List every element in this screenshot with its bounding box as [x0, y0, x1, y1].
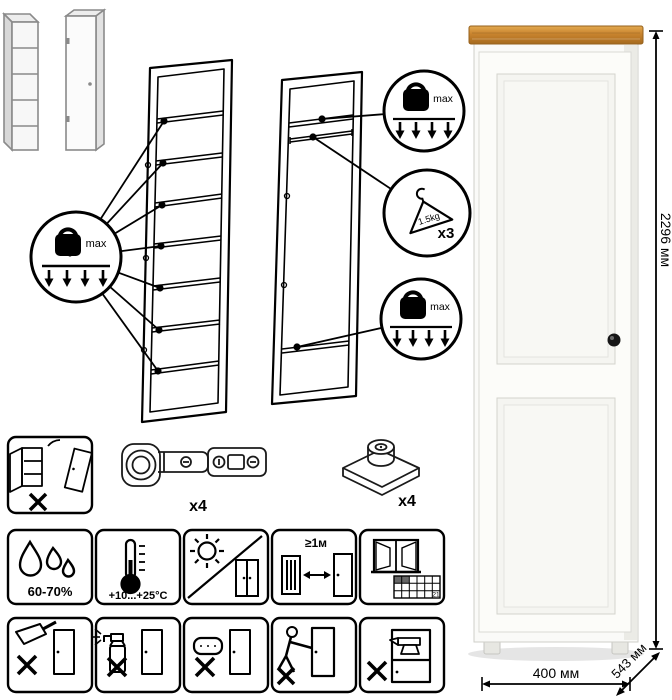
load-max-label: max — [86, 238, 107, 250]
load-weight: 5 — [410, 300, 416, 312]
load-weight: 5 — [413, 92, 419, 104]
cabinet-icon — [333, 553, 353, 597]
load-max-label: max — [433, 93, 454, 105]
calendar-day-label: 21 — [432, 592, 440, 599]
variant-thumbnails — [2, 8, 107, 152]
anvil-icon — [389, 637, 421, 655]
hanger-count: x3 — [438, 225, 455, 242]
thumbnail-cabinet-door-icon — [63, 8, 107, 152]
prohibition-x-icon — [194, 656, 216, 678]
no-scratch-box — [6, 616, 94, 694]
wardrobe-top-board — [468, 25, 644, 45]
sponge-icon — [192, 636, 224, 656]
no-drag-box — [270, 616, 358, 694]
foot-icon — [342, 439, 420, 496]
wardrobe-photo — [468, 25, 644, 661]
prohibition-x-icon — [28, 492, 48, 512]
divider-line — [187, 535, 263, 599]
tipping-cabinet-icon — [63, 447, 93, 493]
anti-tip-warning-box — [6, 435, 94, 515]
tip-arc-arrow — [47, 439, 61, 447]
cabinet-icon — [390, 628, 432, 684]
load-max-label: max — [430, 301, 451, 313]
calendar-icon: 21 — [393, 575, 441, 599]
temperature-box: +10...+25°C — [94, 528, 182, 606]
cabinet-icon — [310, 626, 336, 678]
load-unit: kg — [412, 104, 420, 111]
cabinet-icon — [235, 559, 259, 597]
cabinet-rod-diagram — [270, 70, 364, 406]
width-dimension: 400 мм — [481, 665, 631, 691]
scraper-icon — [15, 620, 57, 645]
ventilation-box: 21 — [358, 528, 446, 606]
prohibition-x-icon — [16, 654, 38, 676]
thumbnail-cabinet-open-icon — [2, 12, 40, 152]
top-shelf-load-badge: 5 kg max — [382, 69, 466, 153]
sun-icon — [190, 534, 224, 568]
no-overload-box — [358, 616, 446, 694]
foot-count-label: x4 — [398, 493, 416, 510]
hinge-pin-icons — [280, 192, 291, 289]
distance-arrow-icon — [303, 571, 331, 579]
thermometer-icon — [120, 538, 145, 595]
prohibition-x-icon — [366, 660, 388, 682]
load-weight: 5 — [65, 236, 72, 250]
hinge-hardware: x4 — [121, 443, 267, 515]
height-label: 2296 мм — [658, 213, 672, 267]
no-spray-box — [93, 616, 182, 694]
load-unit: kg — [409, 312, 417, 319]
humidity-box: 60-70% — [6, 528, 94, 606]
prohibition-x-icon — [276, 666, 296, 686]
cabinet-icon — [229, 629, 251, 675]
load-unit: kg — [64, 248, 73, 257]
distance-label: ≥1м — [305, 536, 327, 550]
sunlight-box — [182, 528, 270, 606]
prohibition-x-icon — [106, 656, 128, 678]
cabinet-icon — [141, 629, 163, 675]
radiator-icon — [281, 555, 301, 595]
hinge-icon — [121, 443, 267, 487]
temperature-label: +10...+25°C — [109, 590, 168, 602]
door-knob — [607, 333, 621, 347]
no-solvent-box — [182, 616, 270, 694]
height-dimension: 2296 мм — [649, 30, 672, 650]
hanger-load-badge: 1.5kg x3 — [382, 168, 472, 258]
open-cabinet-icon — [9, 447, 43, 493]
bottom-shelf-load-badge: 5 kg max — [379, 277, 463, 361]
width-label: 400 мм — [533, 665, 580, 681]
foot-hardware: x4 — [342, 439, 420, 510]
cabinet-icon — [53, 629, 75, 675]
window-icon — [371, 538, 421, 574]
humidity-label: 60-70% — [28, 584, 73, 599]
distance-box: ≥1м — [270, 528, 358, 606]
cabinet-shelf-diagram — [140, 58, 234, 424]
water-drop-icon — [18, 539, 76, 578]
hinge-count-label: x4 — [189, 498, 207, 515]
shelf-load-badge: 5 kg max — [29, 210, 123, 304]
